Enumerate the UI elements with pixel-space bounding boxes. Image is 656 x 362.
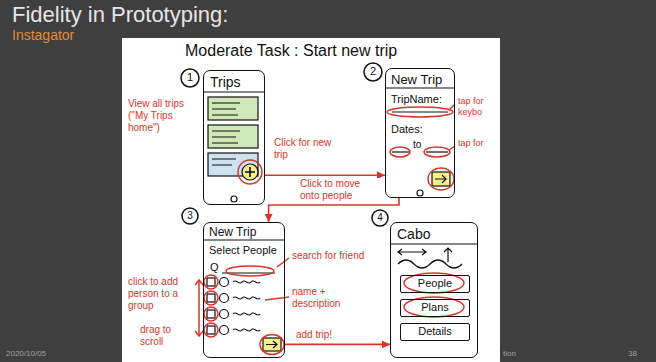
screen-text: Details: [418, 325, 452, 338]
leader-line: [277, 258, 289, 267]
checkbox: [207, 278, 215, 286]
menu-box: Details: [400, 323, 470, 341]
red-ring: [226, 266, 274, 276]
callout-number: 1: [187, 71, 193, 84]
phone-screen: CaboPeoplePlansDetails: [390, 222, 478, 358]
annotation: tap for: [458, 138, 498, 149]
screen-text: Dates:: [391, 123, 423, 136]
checkbox: [207, 326, 215, 334]
annotation: click to add person to a group: [128, 276, 198, 312]
number-circles: [181, 63, 388, 226]
number-circle: [364, 63, 382, 81]
next-arrow: [435, 175, 446, 183]
next-button: [263, 338, 281, 351]
red-ring: [204, 291, 218, 305]
wave-drawing: [398, 260, 462, 268]
sketch-sheet: [122, 38, 500, 362]
phone-screen: Trips: [203, 70, 265, 205]
home-button: [417, 190, 423, 196]
avatar: [220, 310, 229, 319]
annotation: tap for keybo: [458, 96, 498, 118]
annotation: View all trips ("My Trips home"): [128, 98, 196, 134]
nav-arrows: [398, 249, 426, 255]
surf-figure: [444, 248, 452, 262]
red-ring: [204, 323, 218, 337]
screen-text: Q: [210, 261, 219, 274]
annotation: name + description: [292, 286, 362, 310]
screen-text: Select People: [209, 244, 277, 257]
menu-box: Plans: [400, 299, 470, 317]
callout-number: 4: [377, 212, 383, 224]
number-circle: [181, 69, 199, 87]
next-button: [432, 172, 450, 186]
checkbox: [207, 310, 215, 318]
screen-text: Cabo: [397, 226, 430, 243]
red-ring: [424, 147, 450, 157]
input-line: [392, 111, 448, 112]
red-ring: [428, 168, 454, 190]
edge-label: Click to move onto people: [300, 178, 382, 202]
page-number: 38: [628, 349, 637, 359]
edge-label: add trip!: [296, 329, 356, 341]
red-ring: [404, 273, 464, 293]
home-button: [231, 196, 237, 202]
screen-text: Trips: [210, 74, 241, 91]
callout-number: 2: [370, 65, 376, 78]
screen-text: New Trip: [209, 225, 256, 239]
screen-text: New Trip: [391, 72, 442, 88]
menu-box: People: [400, 275, 470, 293]
checkbox: [207, 294, 215, 302]
phone-screen: New TripSelect PeopleQ: [203, 222, 285, 358]
red-marks: [404, 273, 464, 317]
header-rule: [385, 87, 455, 88]
flow-arrow: [265, 175, 385, 177]
phone-screen: New TripTripName: Dates: to: [385, 68, 455, 198]
flow-arrow: [285, 344, 390, 346]
number-circle: [372, 210, 388, 226]
input-line: [426, 151, 448, 152]
annotation: drag to scroll: [140, 324, 195, 348]
name-squiggle: [233, 281, 260, 331]
number-circle: [182, 208, 198, 224]
red-ring: [390, 147, 410, 157]
red-ring: [404, 297, 464, 317]
red-marks: [195, 258, 289, 355]
subtitle: Instagator: [12, 27, 74, 44]
red-ring: [204, 307, 218, 321]
annotation: search for friend: [292, 250, 364, 262]
callout-number: 3: [187, 210, 193, 222]
slide-title: Fidelity in Prototyping:: [12, 2, 228, 28]
header-rule: [203, 239, 285, 240]
avatar: [220, 294, 229, 303]
footer-text: tion: [503, 349, 516, 359]
avatar: [220, 278, 229, 287]
screen-text: Plans: [421, 301, 449, 314]
scroll-arrow: [195, 280, 203, 336]
screen-text: to: [413, 139, 421, 151]
plus-symbol: [245, 167, 255, 177]
header-rule: [390, 243, 478, 244]
screen-four-art: [390, 244, 478, 268]
footer-date: 2020/10/05: [6, 349, 46, 359]
header-rule: [203, 91, 265, 92]
screen-one-art: [203, 92, 265, 202]
input-line: [392, 151, 409, 152]
screen-text: People: [418, 277, 452, 290]
avatar: [220, 326, 229, 335]
red-ring: [260, 335, 284, 355]
sketch-heading: Moderate Task : Start new trip: [185, 41, 397, 60]
red-ring: [204, 275, 218, 289]
screen-text: TripName:: [391, 93, 442, 106]
add-button: [242, 164, 258, 180]
red-ring: [238, 160, 262, 184]
red-ring: [387, 107, 453, 117]
next-arrow: [266, 341, 277, 348]
edge-label: Click for new trip: [274, 137, 334, 161]
screen-two-art: [385, 88, 455, 196]
card-lines: [212, 103, 240, 165]
leader-line: [265, 297, 289, 300]
red-marks: [387, 104, 455, 190]
